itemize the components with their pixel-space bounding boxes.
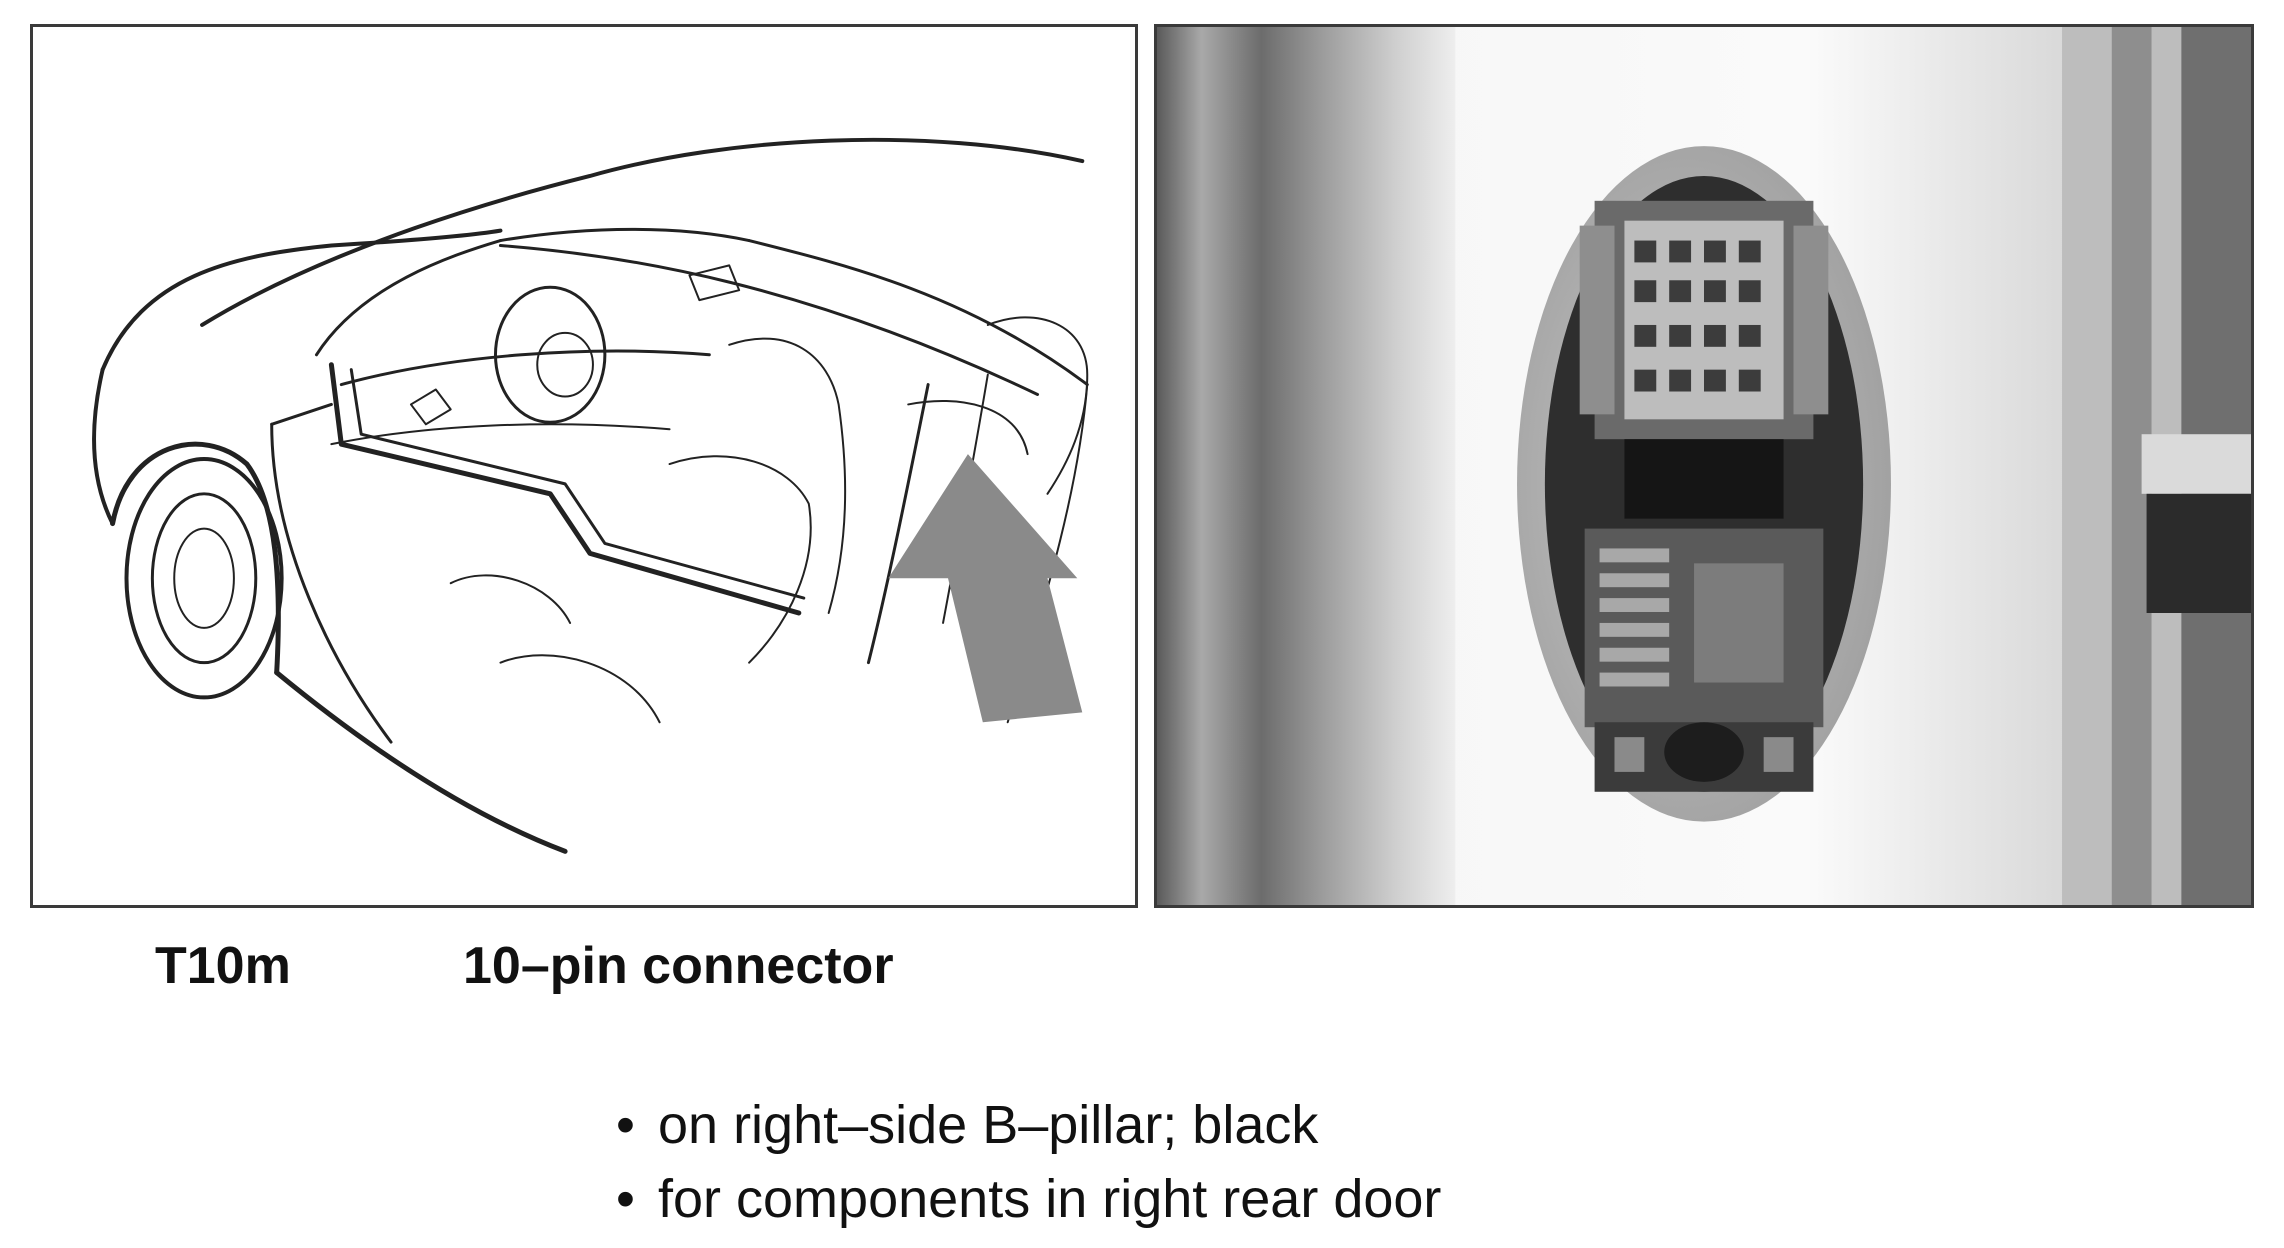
- note-item: • for components in right rear door: [616, 1162, 1441, 1236]
- note-item: • on right–side B–pillar; black: [616, 1088, 1441, 1162]
- connector-notes: • on right–side B–pillar; black • for comp…: [616, 1088, 1441, 1236]
- connector-code: T10m: [155, 937, 291, 995]
- note-text: on right–side B–pillar; black: [658, 1095, 1319, 1155]
- connector-description: 10–pin connector: [463, 937, 894, 995]
- bullet-icon: •: [616, 1169, 635, 1229]
- location-arrow-icon: [888, 454, 1083, 723]
- note-text: for components in right rear door: [658, 1169, 1442, 1229]
- connector-photo-panel: [1154, 24, 2254, 908]
- car-interior-icon: [91, 137, 1089, 854]
- bullet-icon: •: [616, 1095, 635, 1155]
- figure-caption: T10m 10–pin connector: [0, 932, 1200, 1000]
- connector-photo-icon: [1157, 27, 2251, 905]
- car-diagram-panel: [30, 24, 1138, 908]
